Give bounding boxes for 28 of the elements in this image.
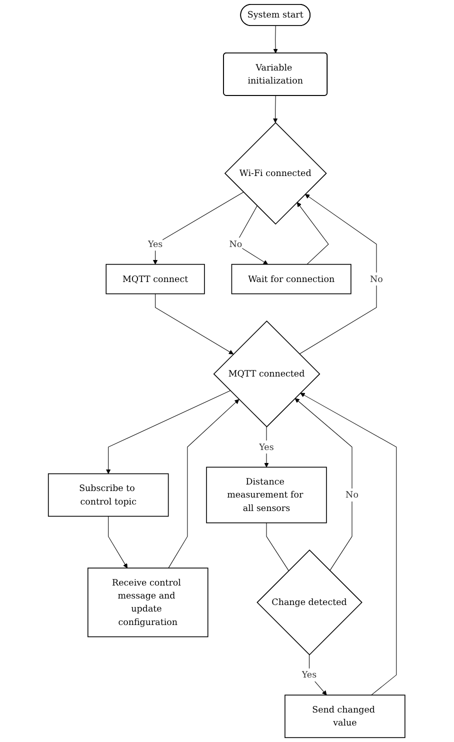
arrow <box>153 192 244 265</box>
edge-label: Yes <box>148 238 163 250</box>
arrow <box>300 392 397 696</box>
arrow <box>273 26 278 54</box>
edge-label: No <box>346 490 359 500</box>
arrow <box>168 399 240 568</box>
node-diamond: Change detected <box>256 550 363 656</box>
node-box: Subscribe to control topic <box>48 473 170 517</box>
edge-label: Yes <box>260 442 274 452</box>
arrow <box>108 516 128 568</box>
edge-label: No <box>230 238 242 250</box>
node-diamond: MQTT connected <box>214 320 321 428</box>
node-box: Send changed value <box>284 694 406 738</box>
node-box: Wait for connection <box>232 264 352 294</box>
edge-label: Yes <box>302 669 317 680</box>
connector <box>266 522 290 571</box>
node-diamond: Wi-Fi connected <box>224 122 328 225</box>
arrow <box>155 294 234 354</box>
arrow <box>273 95 278 123</box>
edge-label: No <box>370 274 384 284</box>
node-box: Receive control message and update configuration <box>88 568 209 638</box>
node-box: Distance measurement for all sensors <box>206 466 328 524</box>
arrow <box>297 202 330 265</box>
arrow <box>300 194 378 354</box>
arrow <box>309 654 328 696</box>
arrow <box>106 390 231 474</box>
arrow <box>295 398 353 571</box>
node-box: MQTT connect <box>106 264 206 294</box>
